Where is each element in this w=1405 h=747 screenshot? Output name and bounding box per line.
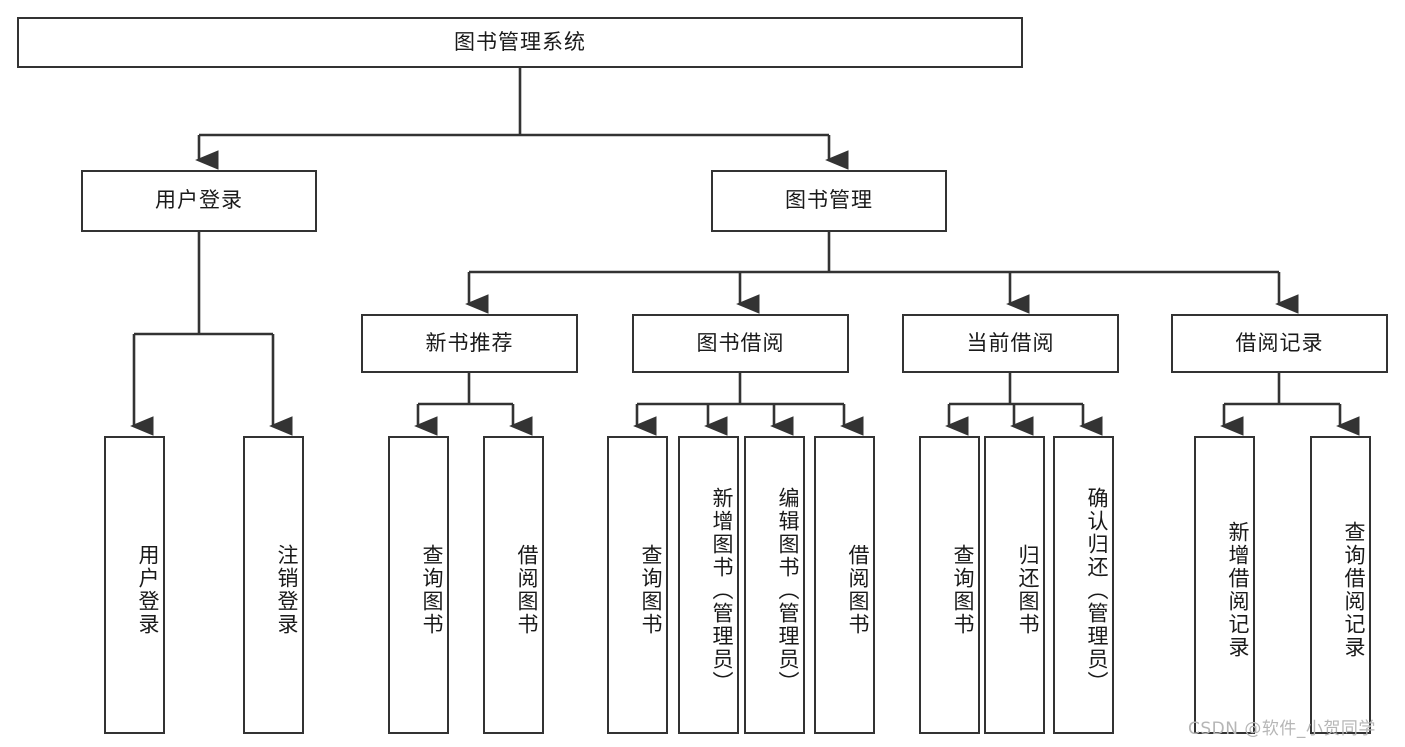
node-label: 查询图书 (951, 544, 975, 636)
node-label: 确认归还（管理员） (1085, 486, 1109, 694)
node-label: 查询图书 (420, 544, 444, 636)
node-label: 图书管理 (785, 188, 873, 213)
node-label: 借阅图书 (846, 544, 870, 636)
node-label: 新增图书（管理员） (710, 486, 734, 694)
node-label: 新增借阅记录 (1226, 521, 1250, 659)
node-root-book-management-system[interactable]: 图书管理系统 (17, 17, 1023, 68)
leaf-newbook-query-books[interactable]: 查询图书 (388, 436, 449, 734)
node-label: 查询图书 (639, 544, 663, 636)
leaf-borrow-edit-book-admin[interactable]: 编辑图书（管理员） (744, 436, 805, 734)
node-label: 借阅图书 (515, 544, 539, 636)
leaf-current-return-books[interactable]: 归还图书 (984, 436, 1045, 734)
node-label: 图书管理系统 (454, 29, 586, 54)
leaf-user-login-signin[interactable]: 用户登录 (104, 436, 165, 734)
leaf-current-query-books[interactable]: 查询图书 (919, 436, 980, 734)
node-label: 查询借阅记录 (1342, 521, 1366, 659)
node-label: 编辑图书（管理员） (776, 486, 800, 694)
node-label: 当前借阅 (966, 330, 1055, 355)
leaf-user-login-signout[interactable]: 注销登录 (243, 436, 304, 734)
leaf-record-query-borrow-record[interactable]: 查询借阅记录 (1310, 436, 1371, 734)
node-borrowing-record[interactable]: 借阅记录 (1171, 314, 1388, 373)
node-label: 用户登录 (155, 188, 243, 213)
leaf-borrow-add-book-admin[interactable]: 新增图书（管理员） (678, 436, 739, 734)
leaf-record-add-borrow-record[interactable]: 新增借阅记录 (1194, 436, 1255, 734)
node-current-borrowing[interactable]: 当前借阅 (902, 314, 1119, 373)
node-label: 新书推荐 (425, 330, 514, 355)
node-user-login[interactable]: 用户登录 (81, 170, 317, 232)
leaf-borrow-borrow-books[interactable]: 借阅图书 (814, 436, 875, 734)
leaf-borrow-query-books[interactable]: 查询图书 (607, 436, 668, 734)
node-label: 归还图书 (1016, 544, 1040, 636)
node-book-borrowing[interactable]: 图书借阅 (632, 314, 849, 373)
node-label: 用户登录 (136, 544, 160, 636)
leaf-current-confirm-return-admin[interactable]: 确认归还（管理员） (1053, 436, 1114, 734)
node-label: 借阅记录 (1235, 330, 1324, 355)
node-label: 图书借阅 (696, 330, 785, 355)
node-new-book-recommendation[interactable]: 新书推荐 (361, 314, 578, 373)
node-label: 注销登录 (275, 544, 299, 636)
csdn-watermark: CSDN @软件_小贺同学 (1188, 719, 1376, 739)
leaf-newbook-borrow-books[interactable]: 借阅图书 (483, 436, 544, 734)
node-book-management[interactable]: 图书管理 (711, 170, 947, 232)
